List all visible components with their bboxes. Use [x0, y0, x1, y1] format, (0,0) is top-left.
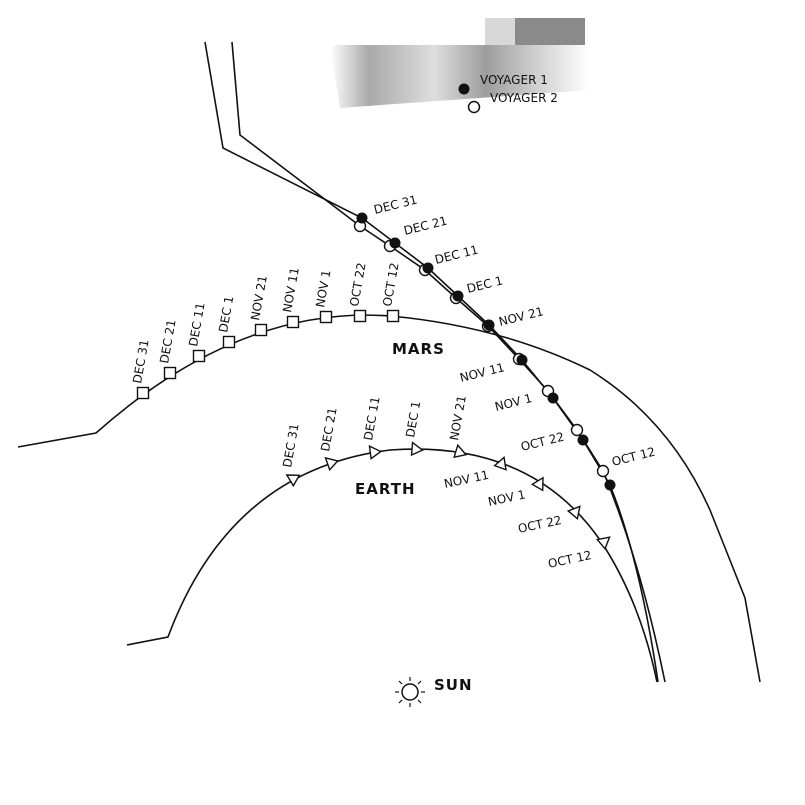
mars-date-marker: [192, 349, 206, 363]
voyager2-trajectory: [231, 41, 666, 683]
earth-date-label: NOV 1: [487, 487, 527, 509]
mars-date-label: NOV 1: [313, 269, 333, 309]
mars-date-label: DEC 1: [216, 295, 236, 334]
voyager-date-label: OCT 12: [610, 445, 656, 469]
earth-date-marker: [285, 474, 301, 488]
voyager1-marker: [452, 290, 464, 302]
earth-date-marker: [566, 505, 581, 520]
mars-markers: DEC 31 DEC 21 DEC 11 DEC 1 NOV 21 NOV 11 NOV 1…: [130, 262, 402, 400]
mars-date-label: DEC 21: [157, 318, 178, 364]
mars-date-marker: [319, 310, 333, 324]
legend-voyager1: VOYAGER 1: [480, 73, 548, 87]
voyager-date-label: DEC 1: [465, 273, 504, 295]
voyager-date-label: DEC 11: [433, 243, 479, 267]
mars-date-label: NOV 21: [248, 274, 270, 321]
earth-date-marker: [368, 444, 383, 460]
legend-voyager2: VOYAGER 2: [490, 91, 558, 105]
voyager-date-label: NOV 11: [458, 360, 506, 385]
sun-label: SUN: [434, 676, 473, 694]
mars-date-label: OCT 12: [380, 262, 401, 308]
voyager1-marker: [422, 262, 434, 274]
mars-date-marker: [254, 323, 268, 337]
earth-date-marker: [324, 457, 340, 472]
earth-orbit: [126, 448, 658, 683]
mars-date-marker: [286, 315, 300, 329]
voyager1-marker: [483, 319, 495, 331]
voyager1-marker: [389, 237, 401, 249]
mars-date-label: DEC 31: [130, 338, 151, 384]
legend: VOYAGER 1 VOYAGER 2: [458, 73, 558, 114]
earth-date-label: DEC 21: [318, 406, 339, 452]
voyager1-marker: [516, 354, 528, 366]
voyager-date-label: NOV 21: [497, 304, 545, 329]
earth-date-marker: [530, 476, 544, 492]
earth-date-label: DEC 1: [403, 400, 423, 439]
mars-date-marker: [386, 309, 400, 323]
voyager1-marker: [604, 479, 616, 491]
voyager2-legend-marker: [467, 100, 481, 114]
scan-artifact-band: [330, 18, 590, 108]
mars-date-marker: [353, 309, 367, 323]
earth-date-marker: [596, 536, 611, 551]
voyager-date-label: NOV 1: [493, 391, 533, 414]
earth-date-marker: [493, 455, 507, 471]
voyager1-marker: [547, 392, 559, 404]
earth-date-label: DEC 31: [280, 422, 301, 468]
earth-date-marker: [410, 441, 424, 457]
voyager1-legend-marker: [458, 83, 470, 95]
voyager-date-label: DEC 31: [372, 193, 418, 217]
earth-date-label: NOV 11: [443, 468, 490, 491]
voyager1-marker: [356, 212, 368, 224]
earth-date-label: DEC 11: [361, 395, 382, 441]
earth-date-marker: [453, 443, 468, 459]
mars-date-label: DEC 11: [186, 301, 207, 347]
mars-orbit: [17, 314, 761, 683]
voyager1-marker: [577, 434, 589, 446]
mars-label: MARS: [392, 340, 445, 358]
earth-date-label: OCT 12: [547, 548, 593, 571]
mars-date-marker: [222, 335, 236, 349]
mars-date-marker: [136, 386, 150, 400]
voyager1-trajectory: [204, 41, 659, 683]
mars-date-label: OCT 22: [347, 262, 368, 308]
voyager2-marker: [570, 423, 584, 437]
earth-date-label: OCT 22: [517, 513, 563, 536]
earth-label: EARTH: [355, 480, 416, 498]
trajectory-lines: [204, 41, 666, 683]
sun-icon: [395, 677, 425, 707]
mars-date-label: NOV 11: [280, 266, 302, 313]
voyager-date-label: DEC 21: [402, 214, 448, 238]
voyager-date-label: OCT 22: [519, 430, 565, 454]
voyager2-marker: [596, 464, 610, 478]
earth-date-label: NOV 21: [447, 394, 469, 441]
mars-date-marker: [163, 366, 177, 380]
